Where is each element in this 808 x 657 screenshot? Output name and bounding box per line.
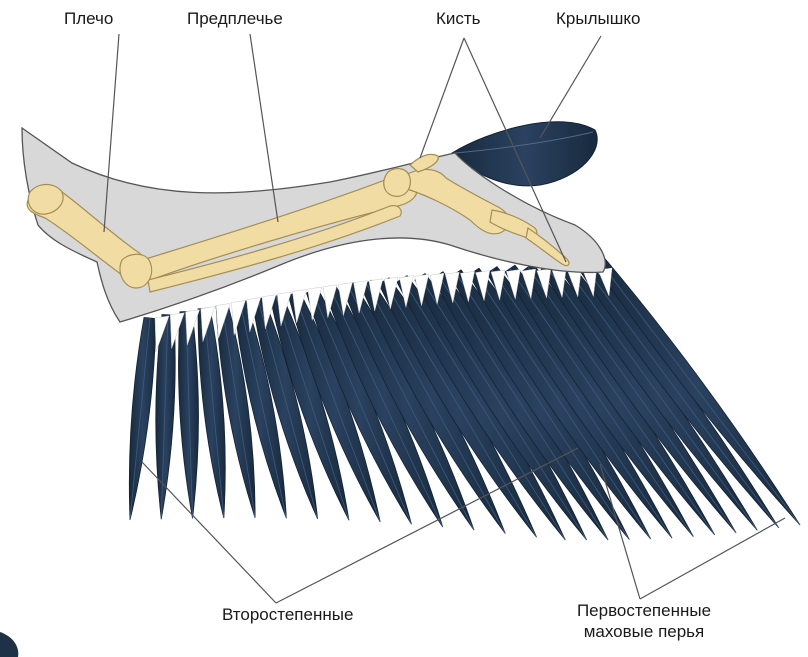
elbow-bone [120, 254, 152, 288]
wrist-bone [384, 169, 411, 197]
cropped-feather-tip [0, 632, 18, 657]
label-secondaries: Второстепенные [222, 605, 353, 624]
leader-hand-left [420, 38, 464, 158]
leader-secondaries-left [142, 462, 276, 603]
leader-secondaries-right [276, 448, 578, 603]
flight-feathers [129, 258, 800, 540]
label-primaries-line2: маховые перья [570, 622, 718, 641]
label-primaries-line1: Первостепенные [570, 601, 718, 620]
label-hand: Кисть [436, 9, 481, 28]
label-humerus: Плечо [64, 9, 113, 28]
label-alula: Крылышко [556, 9, 640, 28]
label-forearm: Предплечье [187, 9, 283, 28]
flight-feather [178, 311, 198, 518]
